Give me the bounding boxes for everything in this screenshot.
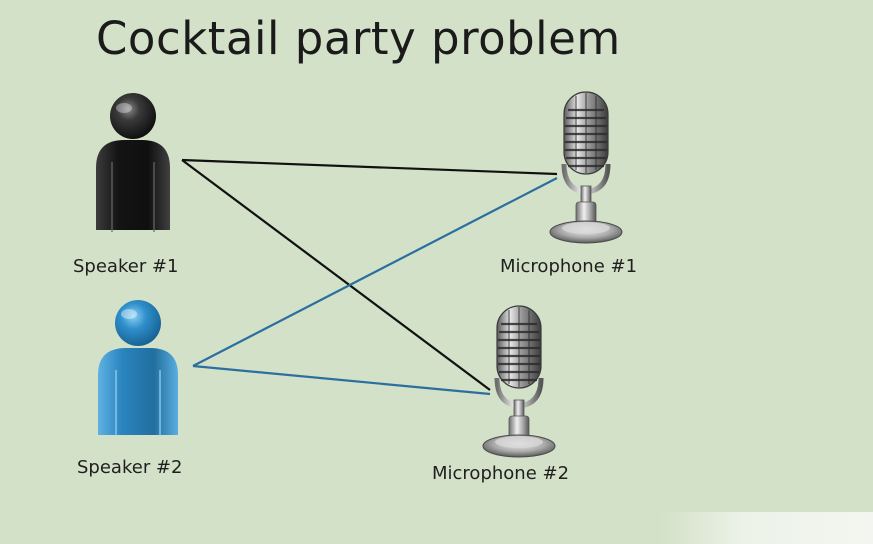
corner-highlight: [660, 512, 873, 544]
person-icon: [96, 93, 170, 232]
microphone-1-label: Microphone #1: [500, 256, 638, 277]
microphone-2-label: Microphone #2: [432, 463, 570, 484]
connection-speaker2-mic1: [192, 177, 558, 367]
person-icon: [98, 300, 178, 436]
connection-speaker1-mic1: [181, 158, 558, 176]
speaker-2-label: Speaker #2: [77, 457, 183, 478]
connection-speaker2-mic2: [192, 364, 491, 396]
slide-title: Cocktail party problem: [96, 12, 621, 65]
connection-speaker1-mic2: [181, 159, 491, 391]
connections: [181, 158, 558, 396]
microphone-icon: [483, 306, 555, 457]
speaker-1-label: Speaker #1: [73, 256, 179, 277]
microphone-icon: [550, 92, 622, 243]
